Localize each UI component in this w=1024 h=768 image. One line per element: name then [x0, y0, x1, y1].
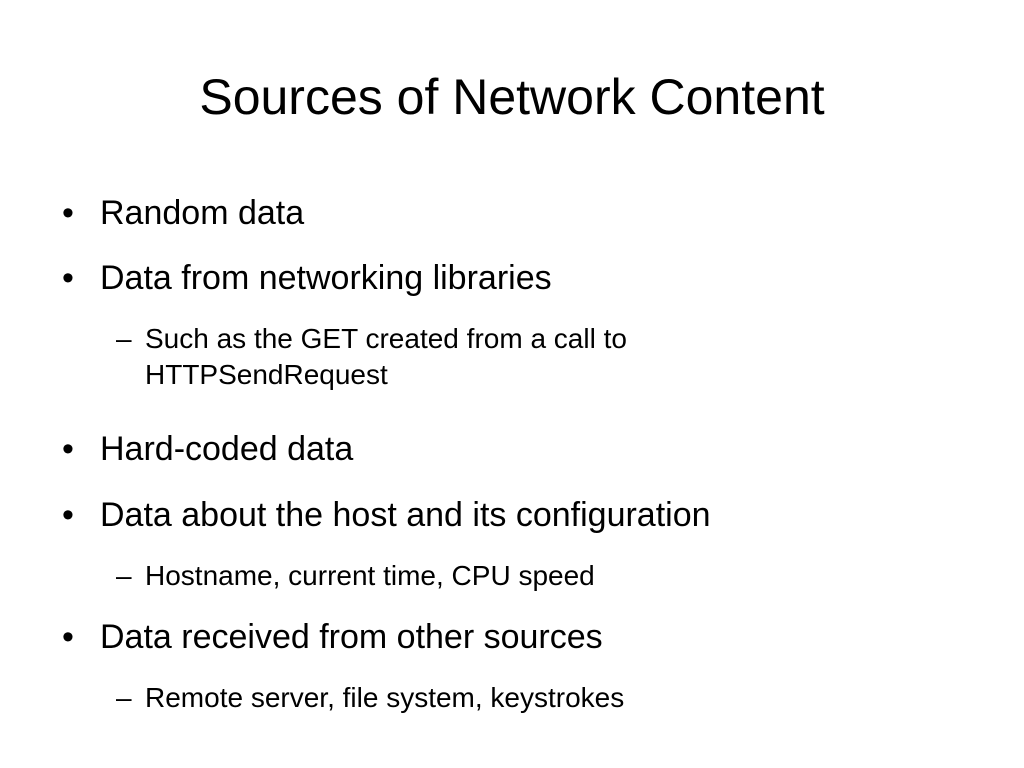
bullet-marker: •	[62, 618, 74, 656]
bullet-text: Hard-coded data	[100, 430, 354, 468]
bullet-text: Data from networking libraries	[100, 259, 552, 297]
sub-bullet-text: Remote server, file system, keystrokes	[145, 682, 625, 713]
sub-bullet-item-remote-sources: – Remote server, file system, keystrokes	[116, 680, 785, 716]
bullet-item-other-sources: • Data received from other sources	[62, 617, 603, 657]
bullet-text: Data received from other sources	[100, 618, 603, 656]
sub-bullet-text: Such as the GET created from a call to H…	[145, 323, 627, 390]
sub-bullet-marker: –	[116, 682, 132, 713]
bullet-text: Random data	[100, 194, 305, 232]
bullet-item-hard-coded-data: • Hard-coded data	[62, 429, 353, 469]
bullet-marker: •	[62, 430, 74, 468]
bullet-item-random-data: • Random data	[62, 193, 304, 233]
bullet-item-networking-libraries: • Data from networking libraries	[62, 258, 552, 298]
bullet-marker: •	[62, 194, 74, 232]
bullet-item-host-configuration: • Data about the host and its configurat…	[62, 495, 711, 535]
bullet-text: Data about the host and its configuratio…	[100, 496, 711, 534]
bullet-marker: •	[62, 496, 74, 534]
sub-bullet-marker: –	[116, 560, 132, 591]
bullet-marker: •	[62, 259, 74, 297]
slide-title: Sources of Network Content	[199, 69, 825, 125]
sub-bullet-marker: –	[116, 323, 132, 354]
sub-bullet-item-host-details: – Hostname, current time, CPU speed	[116, 558, 785, 594]
sub-bullet-text: Hostname, current time, CPU speed	[145, 560, 595, 591]
sub-bullet-item-get-request: – Such as the GET created from a call to…	[116, 321, 785, 393]
